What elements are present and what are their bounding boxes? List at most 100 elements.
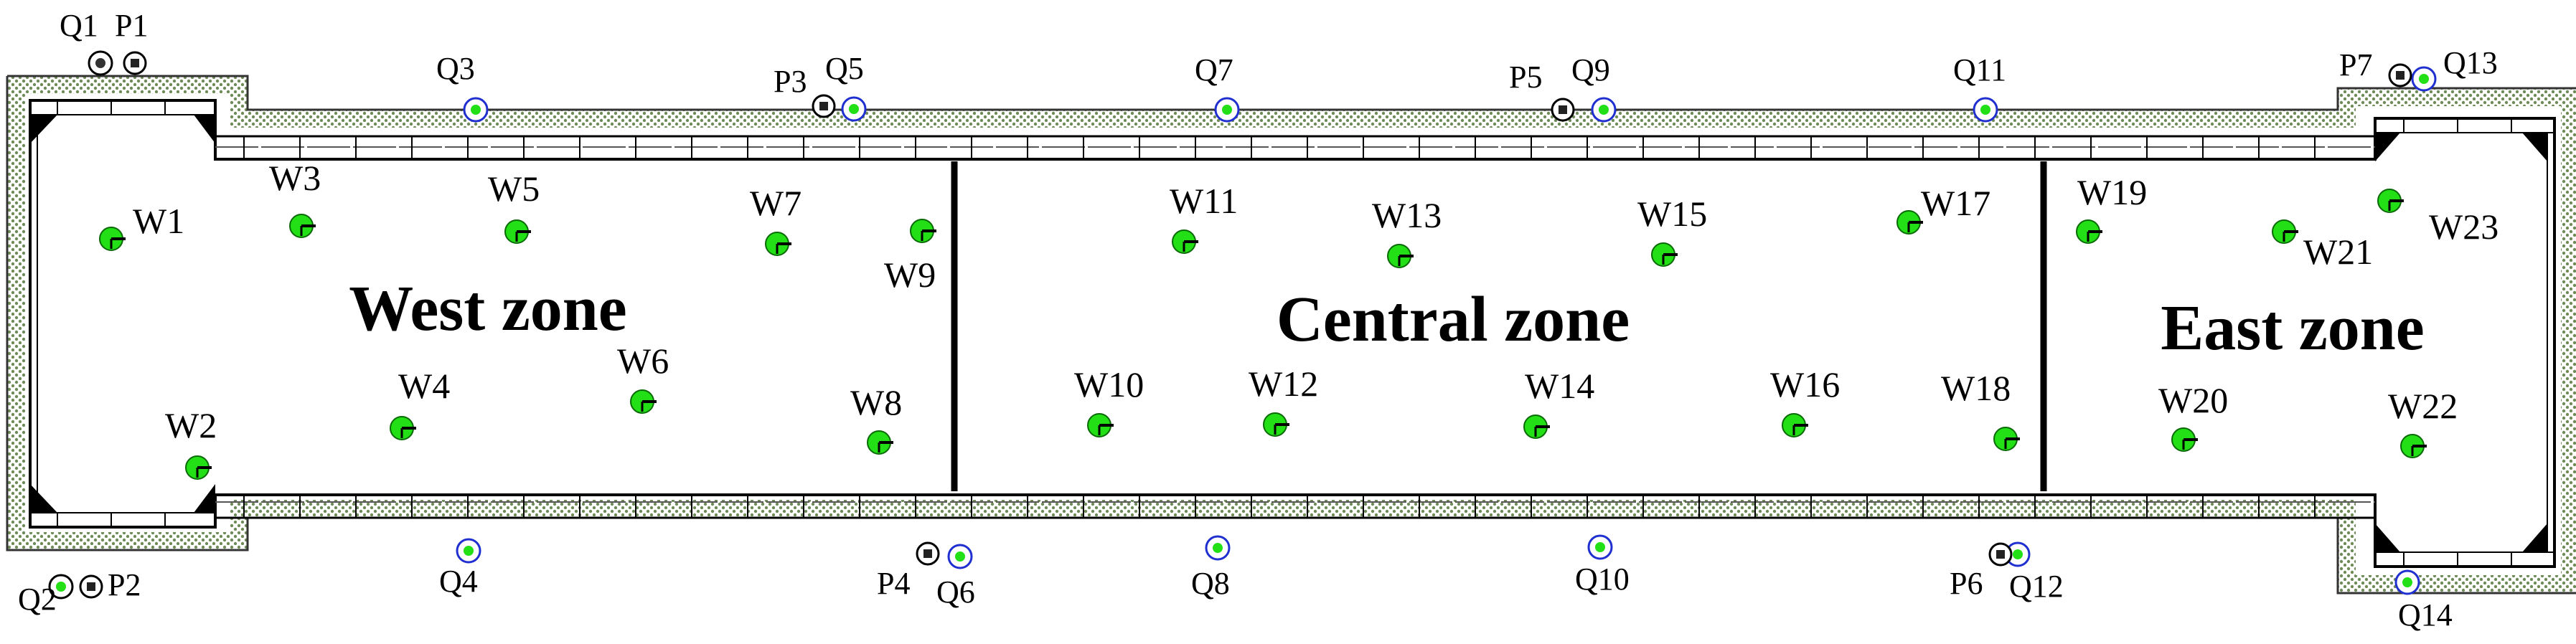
- p-point-core: [1559, 105, 1567, 114]
- q-point-label: Q14: [2398, 597, 2453, 633]
- well-label: W9: [884, 255, 936, 295]
- q-point-q5: Q5: [825, 51, 867, 122]
- well-label: W8: [850, 382, 902, 422]
- p-point-p1: P1: [115, 8, 148, 75]
- q-point-q2: Q2: [18, 574, 74, 617]
- well-label: W3: [269, 158, 321, 198]
- well-w1: W1: [99, 201, 184, 251]
- well-label: W2: [165, 405, 217, 445]
- well-label: W6: [617, 341, 669, 381]
- q-point-label: Q4: [439, 564, 478, 599]
- well-label: W12: [1249, 364, 1318, 404]
- dewatering-wells: W1W2W3W4W5W6W7W8W9W10W11W12W13W14W15W16W…: [99, 158, 2499, 480]
- well-w7: W7: [750, 183, 802, 256]
- well-w8: W8: [850, 382, 902, 455]
- well-label: W7: [750, 183, 802, 223]
- p-point-label: P3: [774, 64, 807, 99]
- p-point-label: P2: [108, 567, 141, 602]
- q-point-q14: Q14: [2394, 569, 2453, 633]
- q-point-q11: Q11: [1953, 52, 2006, 123]
- q-point-dot: [1222, 105, 1232, 115]
- q-point-dot: [849, 104, 859, 114]
- well-w13: W13: [1372, 195, 1442, 268]
- p-point-label: P4: [877, 566, 910, 601]
- pit-boundary: [29, 99, 2556, 568]
- q-point-q1: Q1: [60, 8, 113, 76]
- q-point-dot: [471, 105, 481, 115]
- zone-label-central: Central zone: [1277, 284, 1630, 355]
- p-point-core: [131, 59, 139, 67]
- q-point-label: Q7: [1195, 52, 1233, 87]
- q-point-label: Q11: [1953, 52, 2006, 87]
- p-point-label: P5: [1509, 60, 1542, 95]
- q-point-label: Q8: [1191, 566, 1230, 601]
- q-point-label: Q13: [2443, 45, 2498, 80]
- well-label: W23: [2429, 207, 2499, 247]
- zone-dividers: [951, 161, 2047, 491]
- well-w16: W16: [1770, 364, 1840, 437]
- well-label: W15: [1637, 194, 1707, 234]
- well-w21: W21: [2272, 219, 2373, 272]
- q-point-dot: [955, 551, 965, 562]
- well-w5: W5: [488, 169, 540, 244]
- q-point-dot: [2419, 74, 2429, 84]
- well-label: W4: [398, 366, 450, 406]
- p-point-p2: P2: [79, 567, 141, 602]
- p-point-label: P1: [115, 8, 148, 43]
- q-point-dot: [464, 546, 474, 556]
- well-w6: W6: [617, 341, 669, 414]
- q-point-label: Q6: [936, 574, 975, 610]
- q-point-label: Q10: [1575, 562, 1630, 597]
- p-point-core: [2396, 71, 2405, 80]
- zone-label-west: West zone: [349, 273, 626, 344]
- well-label: W19: [2077, 172, 2147, 212]
- q-point-label: Q1: [60, 8, 98, 43]
- p-point-core: [923, 549, 932, 558]
- p-point-label: P7: [2339, 47, 2372, 82]
- q-point-q3: Q3: [436, 51, 489, 123]
- p-point-p6: P6: [1950, 542, 2013, 601]
- well-label: W13: [1372, 195, 1442, 235]
- q-point-q10: Q10: [1575, 534, 1630, 597]
- q-point-q6: Q6: [936, 544, 975, 610]
- well-label: W10: [1074, 364, 1144, 404]
- well-w23: W23: [2377, 189, 2499, 247]
- q-point-q13: Q13: [2411, 45, 2498, 92]
- q-point-q4: Q4: [439, 538, 481, 599]
- well-w3: W3: [269, 158, 321, 238]
- q-point-dot: [95, 58, 105, 68]
- p-point-p3: P3: [774, 64, 836, 118]
- well-label: W1: [133, 201, 184, 241]
- well-w17: W17: [1896, 183, 1990, 235]
- well-label: W16: [1770, 364, 1840, 404]
- well-w14: W14: [1523, 366, 1594, 439]
- well-w19: W19: [2076, 172, 2147, 244]
- q-point-dot: [56, 582, 66, 592]
- q-point-dot: [1595, 542, 1605, 552]
- well-label: W18: [1941, 368, 2011, 408]
- well-label: W17: [1921, 183, 1990, 223]
- well-label: W11: [1170, 181, 1238, 221]
- well-w18: W18: [1941, 368, 2020, 451]
- well-label: W5: [488, 169, 540, 209]
- well-w20: W20: [2158, 380, 2228, 452]
- p-point-label: P6: [1950, 566, 1983, 601]
- well-w9: W9: [884, 219, 936, 295]
- p-point-p7: P7: [2339, 47, 2412, 87]
- q-point-q7: Q7: [1195, 52, 1240, 123]
- well-label: W22: [2388, 386, 2458, 426]
- p-point-core: [1996, 550, 2005, 559]
- q-point-dot: [2013, 549, 2023, 559]
- p-point-p4: P4: [877, 541, 940, 601]
- well-w22: W22: [2388, 386, 2458, 458]
- well-label: W14: [1525, 366, 1594, 406]
- q-point-label: Q9: [1571, 52, 1610, 87]
- well-w11: W11: [1170, 181, 1238, 254]
- p-point-p5: P5: [1509, 60, 1575, 122]
- q-point-dot: [2402, 577, 2412, 587]
- p-point-core: [819, 102, 828, 110]
- q-point-dot: [1599, 105, 1609, 115]
